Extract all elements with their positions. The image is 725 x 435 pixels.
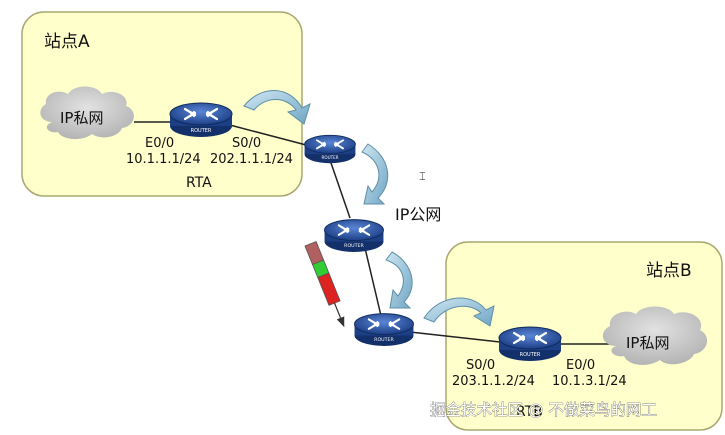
watermark: 掘金技术社区 @ 不做菜鸟的网工 <box>430 401 657 419</box>
rta-e0-name: E0/0 <box>145 136 174 151</box>
router-rtb-label: RTB <box>516 404 543 420</box>
router-rta-label: RTA <box>186 175 212 191</box>
cloud-a-label: IP私网 <box>60 109 103 127</box>
site-a-label: 站点A <box>44 32 90 52</box>
cloud-ip-private-a: IP私网 <box>40 86 134 140</box>
flow-arrow-2 <box>361 143 389 205</box>
flow-arrow-4 <box>423 297 495 327</box>
rta-e0-ip: 10.1.1.1/24 <box>126 152 201 167</box>
rtb-e0-ip: 10.1.3.1/24 <box>552 374 627 389</box>
router-r3: ROUTER <box>353 312 415 347</box>
rtb-s0-ip: 203.1.1.2/24 <box>452 374 535 389</box>
router-rta-icon-text: ROUTER <box>191 128 212 134</box>
links <box>134 121 612 345</box>
rta-s0-name: S0/0 <box>232 136 261 151</box>
router-r2: ROUTER <box>323 218 385 253</box>
router-r2-icon-text: ROUTER <box>344 243 364 249</box>
rta-s0-ip: 202.1.1.1/24 <box>210 152 293 167</box>
router-rtb: ROUTER <box>497 325 563 363</box>
router-rtb-icon-text: ROUTER <box>520 352 541 358</box>
flow-arrow-3 <box>385 251 413 309</box>
link-r1-r2 <box>329 159 351 219</box>
cursor-mark: ⌶ <box>419 170 426 183</box>
rtb-s0-name: S0/0 <box>466 358 495 373</box>
router-r3-icon-text: ROUTER <box>374 337 394 343</box>
site-a-area <box>21 11 303 197</box>
router-r1: ROUTER <box>303 134 357 165</box>
link-r2-r3 <box>364 247 383 321</box>
ip-public-label: IP公网 <box>395 205 441 224</box>
cloud-b-label: IP私网 <box>626 334 669 352</box>
site-b-label: 站点B <box>646 261 692 281</box>
link-r3-rtb <box>409 331 501 343</box>
link-rta-r1 <box>225 123 311 147</box>
packet-indicator <box>304 240 345 328</box>
router-r1-icon-text: ROUTER <box>322 155 339 160</box>
flow-arrows <box>243 90 495 327</box>
cloud-ip-private-b: IP私网 <box>602 306 708 365</box>
router-rta: ROUTER <box>168 101 234 139</box>
rtb-e0-name: E0/0 <box>566 358 595 373</box>
flow-arrow-1 <box>243 90 311 125</box>
